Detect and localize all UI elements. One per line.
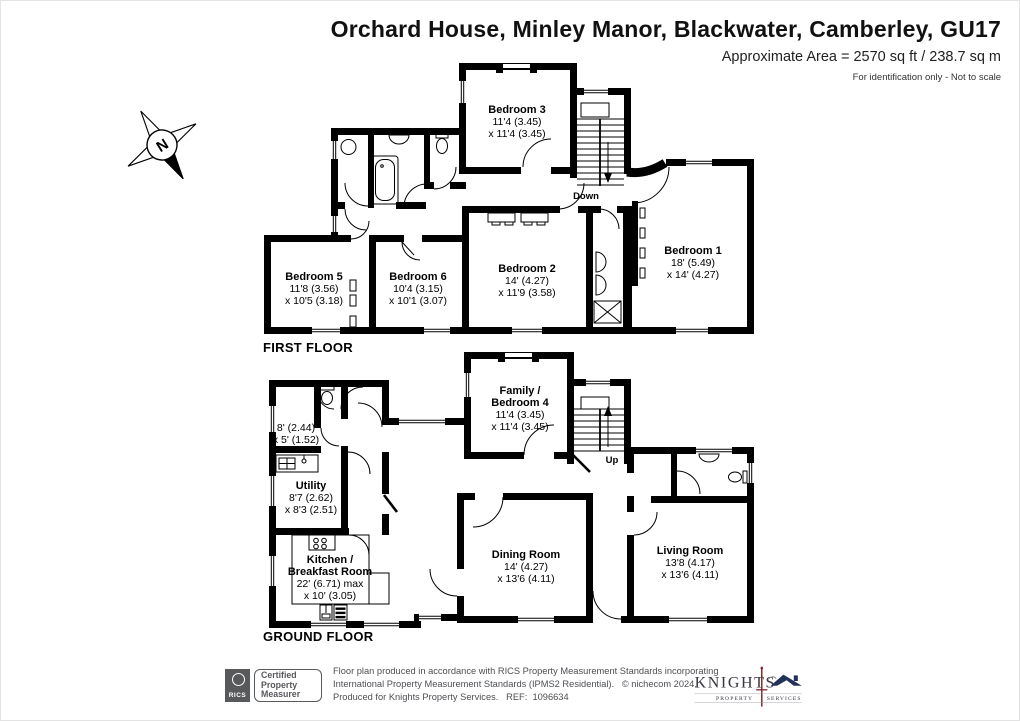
appliance-icons bbox=[319, 604, 348, 621]
svg-text:x 11'9 (3.58): x 11'9 (3.58) bbox=[498, 287, 555, 299]
sword-icon bbox=[756, 666, 768, 707]
first-floor-plan: Bedroom 3 11'4 (3.45) x 11'4 (3.45) Bedr… bbox=[264, 63, 754, 334]
svg-text:x 10' (3.05): x 10' (3.05) bbox=[304, 590, 356, 602]
rics-wordmark: RICS bbox=[228, 692, 247, 699]
stair-door-leaf bbox=[571, 453, 591, 473]
chimney-recess bbox=[505, 353, 532, 357]
room-label-bedroom1: Bedroom 1 bbox=[664, 245, 721, 257]
svg-text:8'7 (2.62): 8'7 (2.62) bbox=[289, 492, 333, 504]
svg-text:x 13'6 (4.11): x 13'6 (4.11) bbox=[497, 573, 554, 585]
svg-text:x 8'3 (2.51): x 8'3 (2.51) bbox=[285, 504, 337, 516]
svg-text:11'4 (3.45): 11'4 (3.45) bbox=[495, 409, 544, 421]
compass-star: N bbox=[127, 110, 197, 180]
toilet-icon-cloakroom bbox=[319, 384, 335, 405]
stairs-down-label: Down bbox=[573, 191, 599, 202]
room-label-utility: Utility bbox=[296, 480, 327, 492]
ground-floor-doors bbox=[317, 386, 701, 620]
compass-icon: N bbox=[127, 110, 197, 180]
first-floor-label: FIRST FLOOR bbox=[263, 340, 353, 355]
room-label-family-bedroom4: Family / bbox=[500, 385, 541, 397]
svg-text:x 5' (1.52): x 5' (1.52) bbox=[273, 434, 319, 446]
logo-rules bbox=[694, 693, 802, 703]
svg-text:x 13'6 (4.11): x 13'6 (4.11) bbox=[661, 569, 718, 581]
first-floor-fixtures bbox=[340, 132, 646, 328]
room-label-living: Living Room bbox=[657, 545, 724, 557]
svg-text:Breakfast Room: Breakfast Room bbox=[288, 566, 373, 578]
ground-floor-room-labels: Family / Bedroom 4 11'4 (3.45) x 11'4 (3… bbox=[273, 385, 724, 602]
svg-text:13'8 (4.17): 13'8 (4.17) bbox=[665, 557, 715, 569]
first-floor-stairs bbox=[577, 102, 624, 186]
utility-sink-icon bbox=[275, 454, 319, 473]
svg-text:x 11'4 (3.45): x 11'4 (3.45) bbox=[491, 421, 548, 433]
disclaimer-line-1: Floor plan produced in accordance with R… bbox=[333, 666, 719, 676]
room-label-bedroom5: Bedroom 5 bbox=[285, 271, 342, 283]
radiator-icons-bedroom5 bbox=[349, 279, 357, 328]
svg-text:x 10'5 (3.18): x 10'5 (3.18) bbox=[285, 295, 343, 307]
first-floor-room-labels: Bedroom 3 11'4 (3.45) x 11'4 (3.45) Bedr… bbox=[285, 104, 722, 307]
svg-text:11'8 (3.56): 11'8 (3.56) bbox=[289, 283, 338, 295]
svg-text:11'4 (3.45): 11'4 (3.45) bbox=[492, 116, 541, 128]
ground-floor-stairs bbox=[574, 396, 624, 452]
basin-icon bbox=[340, 139, 357, 155]
first-floor-doors bbox=[344, 138, 670, 261]
svg-text:x 10'1 (3.07): x 10'1 (3.07) bbox=[389, 295, 447, 307]
stairs-up-arrow bbox=[604, 406, 612, 416]
wc-sink-icon bbox=[698, 453, 720, 463]
kitchen-door-leaf bbox=[382, 494, 399, 513]
sink-icon bbox=[388, 134, 410, 145]
rics-crest-icon bbox=[231, 673, 245, 686]
svg-text:22' (6.71) max: 22' (6.71) max bbox=[297, 578, 365, 590]
svg-text:Bedroom 4: Bedroom 4 bbox=[491, 397, 549, 409]
knights-sub-left: PROPERTY bbox=[716, 696, 753, 702]
ground-floor-plan: Family / Bedroom 4 11'4 (3.45) x 11'4 (3… bbox=[269, 352, 754, 628]
room-label-bedroom3: Bedroom 3 bbox=[488, 104, 545, 116]
stairs-up-label: Up bbox=[606, 455, 619, 466]
room-label-dining: Dining Room bbox=[492, 549, 561, 561]
appliance-stripes bbox=[335, 607, 346, 619]
chimney-recess bbox=[503, 64, 530, 68]
disclaimer-line-3: Produced for Knights Property Services. … bbox=[333, 692, 569, 702]
svg-text:10'4 (3.15): 10'4 (3.15) bbox=[393, 283, 443, 295]
svg-text:14' (4.27): 14' (4.27) bbox=[504, 561, 548, 573]
rics-logo: RICS bbox=[225, 669, 250, 702]
disclaimer-line-2: International Property Measurement Stand… bbox=[333, 679, 697, 689]
scale-note-text: For identification only - Not to scale bbox=[852, 72, 1001, 83]
ground-floor-fixtures bbox=[275, 384, 748, 621]
approximate-area-text: Approximate Area = 2570 sq ft / 238.7 sq… bbox=[721, 49, 1001, 65]
svg-text:14' (4.27): 14' (4.27) bbox=[505, 275, 549, 287]
knights-wordmark: KNIGHTS bbox=[695, 674, 776, 691]
roof-icon bbox=[767, 674, 802, 686]
wardrobe-icons-bedroom1 bbox=[639, 207, 646, 279]
knights-property-services-logo: KNIGHTS PROPERTY SERVICES bbox=[694, 666, 802, 707]
shower-tray-icon bbox=[593, 300, 622, 324]
wardrobe-icons-bedroom2 bbox=[487, 212, 549, 226]
svg-text:18' (5.49): 18' (5.49) bbox=[671, 257, 715, 269]
knights-sub-right: SERVICES bbox=[767, 696, 802, 702]
ground-floor-windows bbox=[269, 373, 754, 628]
room-label-bedroom6: Bedroom 6 bbox=[389, 271, 446, 283]
first-floor-windows bbox=[312, 81, 712, 334]
wc-toilet-icon bbox=[728, 470, 748, 484]
ground-floor-label: GROUND FLOOR bbox=[263, 629, 374, 644]
room-label-bedroom2: Bedroom 2 bbox=[498, 263, 555, 275]
stove-icon bbox=[308, 534, 336, 551]
room-label-cloakroom: 8' (2.44) bbox=[277, 422, 315, 434]
bathtub-icon bbox=[371, 155, 399, 205]
stairs-down-arrow bbox=[604, 173, 612, 183]
svg-text:x 11'4 (3.45): x 11'4 (3.45) bbox=[488, 128, 545, 140]
toilet-icon bbox=[435, 132, 449, 154]
ensuite-sink-icons bbox=[595, 251, 607, 296]
page-title: Orchard House, Minley Manor, Blackwater,… bbox=[330, 16, 1001, 42]
svg-text:x 14' (4.27): x 14' (4.27) bbox=[667, 269, 719, 281]
room-label-kitchen: Kitchen / bbox=[307, 554, 353, 566]
curved-wall bbox=[626, 159, 668, 178]
certified-property-measurer-badge: Certified Property Measurer bbox=[254, 669, 322, 702]
